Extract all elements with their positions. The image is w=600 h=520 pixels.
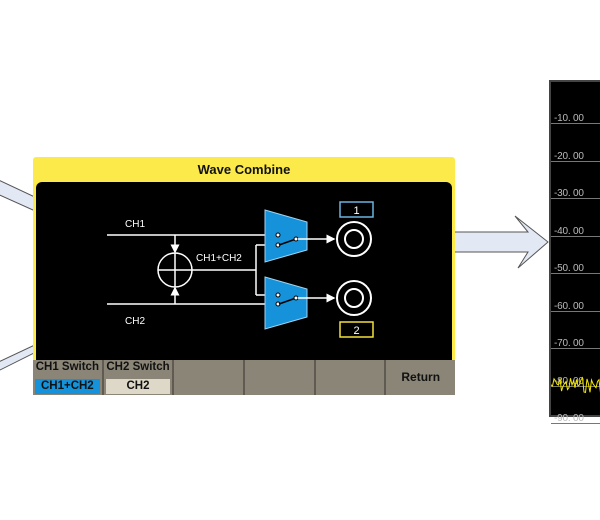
- ch2-switch-softkey[interactable]: CH2 Switch CH2: [104, 360, 175, 395]
- spectrum-gridline: [551, 348, 600, 349]
- spectrum-gridline: [551, 160, 600, 162]
- softkey-bar: CH1 Switch CH1+CH2 CH2 Switch CH2 Return: [33, 360, 455, 395]
- spectrum-trace: [551, 376, 600, 394]
- ch2-switch-value: CH2: [105, 379, 171, 394]
- spectrum-tick-label: -30. 00: [554, 188, 584, 199]
- ch2-switch-label: CH2 Switch: [106, 361, 170, 373]
- softkey-5-empty[interactable]: [316, 360, 387, 395]
- ch2-switch-mux-icon: [264, 276, 308, 330]
- wave-combine-diagram: CH1 CH2 CH1+CH2: [107, 201, 374, 338]
- spectrum-gridline: [551, 198, 600, 199]
- spectrum-gridline: [551, 423, 600, 424]
- spectrum-tick-label: -90. 00: [554, 413, 584, 424]
- output2-label: 2: [353, 325, 359, 337]
- output1-label: 1: [353, 205, 359, 217]
- ch1-switch-softkey[interactable]: CH1 Switch CH1+CH2: [33, 360, 104, 395]
- spectrum-tick-label: -70. 00: [554, 338, 584, 349]
- spectrum-gridline: [551, 310, 600, 312]
- return-label: Return: [401, 370, 441, 384]
- spectrum-trace-layer: [551, 376, 600, 394]
- diagram-screen: CH1 CH2 CH1+CH2: [36, 182, 452, 360]
- output2-badge: [339, 321, 374, 338]
- spectrum-tick-label: -50. 00: [554, 263, 584, 274]
- ch1-switch-mux-icon: [264, 209, 308, 263]
- spectrum-tick-label: -40. 00: [554, 225, 584, 237]
- softkey-3-empty[interactable]: [174, 360, 246, 395]
- ch2-label: CH2: [125, 316, 145, 327]
- ch1-switch-value: CH1+CH2: [35, 379, 100, 394]
- softkey-4-empty[interactable]: [245, 360, 316, 395]
- spectrum-gridline: [551, 273, 600, 274]
- panel-title: Wave Combine: [197, 162, 291, 177]
- sum-label: CH1+CH2: [196, 253, 242, 264]
- output1-badge: [339, 201, 374, 218]
- spectrum-tick-label: -60. 00: [554, 300, 584, 312]
- output1-connector-icon: [336, 221, 372, 257]
- spectrum-tick-label: -20. 00: [554, 150, 584, 162]
- spectrum-gridline: [551, 235, 600, 237]
- ch1-switch-label: CH1 Switch: [35, 361, 99, 373]
- spectrum-display: -10. 00 -20. 00 -30. 00 -40. 00 -50. 00 -60. …: [549, 80, 600, 424]
- sum-junction-icon: [157, 252, 193, 288]
- spectrum-tick-label: -80. 00: [554, 375, 584, 387]
- output2-connector-icon: [336, 280, 372, 316]
- spectrum-tick-label: -10. 00: [554, 113, 584, 124]
- wave-combine-panel: Wave Combine CH1 CH2: [33, 157, 455, 395]
- return-softkey[interactable]: Return: [386, 360, 455, 395]
- ch1-label: CH1: [125, 219, 145, 230]
- spectrum-gridline: [551, 123, 600, 124]
